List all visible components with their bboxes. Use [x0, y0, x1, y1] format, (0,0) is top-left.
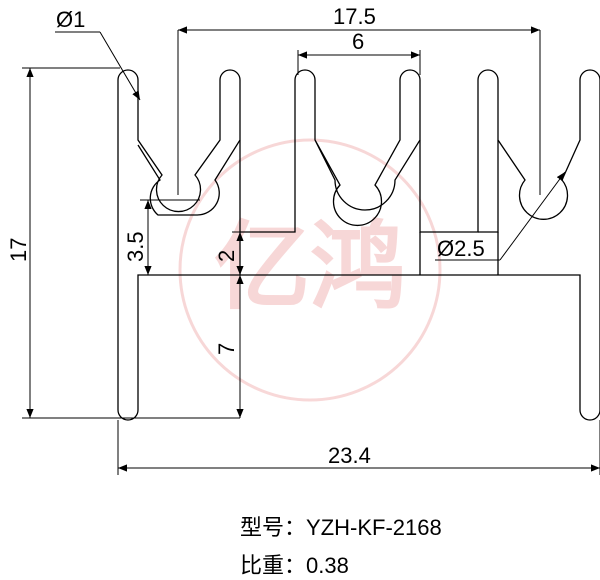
density-label: 比重：	[240, 554, 307, 579]
watermark-logo: 亿鸿	[178, 138, 442, 402]
dim-hole-dia: Ø2.5	[437, 236, 485, 261]
dim-height: 17	[6, 238, 31, 262]
watermark-text: 亿鸿	[214, 211, 406, 323]
model-value: YZH-KF-2168	[306, 515, 442, 540]
dim-width: 23.4	[328, 443, 371, 468]
dim-slot-depth: 3.5	[123, 231, 148, 262]
model-label: 型号：	[240, 516, 307, 541]
dim-foot-height: 7	[214, 343, 239, 355]
dimension-lines	[22, 26, 600, 475]
density-line: 比重：0.38	[240, 548, 349, 580]
model-line: 型号：YZH-KF-2168	[240, 510, 442, 542]
dim-fin-span: 17.5	[333, 4, 376, 29]
density-value: 0.38	[306, 553, 349, 578]
dim-fillet-dia: Ø1	[56, 7, 85, 32]
dim-base-step: 2	[214, 250, 239, 262]
dim-fin-pitch: 6	[352, 29, 364, 54]
